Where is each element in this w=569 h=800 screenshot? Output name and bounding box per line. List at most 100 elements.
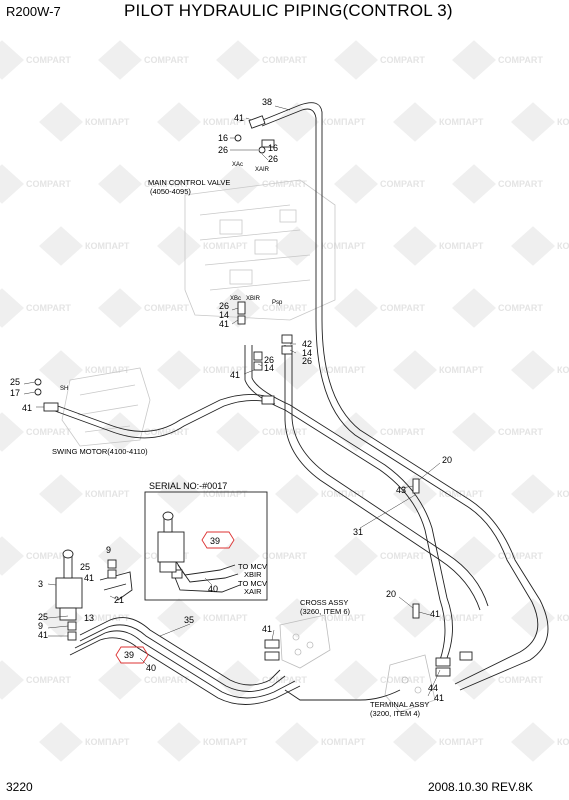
- model-code: R200W-7: [6, 4, 61, 19]
- callout-16: 16: [218, 133, 229, 143]
- pipe-lines: [54, 102, 549, 705]
- watermark-brand: COMPART: [498, 179, 543, 189]
- watermark-diamond: [393, 102, 437, 142]
- watermark-diamond: [511, 598, 555, 638]
- callout-20: 20: [386, 589, 397, 599]
- callout-26: 26: [302, 356, 313, 366]
- watermark-diamond: [452, 288, 496, 328]
- port-label-xair: XAIR: [255, 167, 270, 173]
- watermark-diamond: [157, 350, 201, 390]
- watermark-brand: КОМПАРТ: [439, 489, 484, 499]
- watermark-brand: КОМПАРТ: [85, 737, 130, 747]
- page-number: 3220: [6, 780, 33, 794]
- watermark-diamond: [275, 350, 319, 390]
- watermark-diamond: [334, 40, 378, 80]
- callout-40: 40: [208, 584, 219, 594]
- watermark-brand: COMPART: [262, 427, 307, 437]
- watermark-diamond: [275, 722, 319, 762]
- watermark-brand: КОМПАРТ: [557, 613, 569, 623]
- callout-41: 41: [234, 113, 245, 123]
- watermark-diamond: [334, 536, 378, 576]
- watermark-brand: КОМПАРТ: [439, 737, 484, 747]
- watermark-brand: КОМПАРТ: [203, 117, 248, 127]
- to-mcv-xair-line1: TO MCV: [238, 579, 268, 588]
- callout-25: 25: [38, 612, 49, 622]
- watermark-diamond: [39, 226, 83, 266]
- terminal-assy-drawing: [384, 654, 436, 713]
- callout-39: 39: [210, 536, 221, 546]
- watermark-brand: КОМПАРТ: [557, 489, 569, 499]
- callout-13: 13: [84, 613, 95, 623]
- callout-17: 17: [10, 388, 21, 398]
- watermark-diamond: [334, 288, 378, 328]
- callout-39: 39: [124, 650, 135, 660]
- watermark-brand: COMPART: [26, 179, 71, 189]
- swing-motor-note: SWING MOTOR(4100-4110): [52, 447, 148, 456]
- callout-25: 25: [10, 377, 21, 387]
- callout-26: 26: [218, 145, 229, 155]
- watermark-brand: КОМПАРТ: [203, 365, 248, 375]
- watermark-diamond: [0, 288, 24, 328]
- watermark-diamond: [98, 40, 142, 80]
- callout-41: 41: [84, 573, 95, 583]
- watermark-brand: COMPART: [262, 55, 307, 65]
- callout-35: 35: [184, 615, 195, 625]
- callout-43: 43: [396, 485, 407, 495]
- watermark-brand: COMPART: [26, 55, 71, 65]
- callout-41: 41: [38, 630, 49, 640]
- watermark-brand: КОМПАРТ: [321, 737, 366, 747]
- watermark-diamond: [334, 164, 378, 204]
- callout-41: 41: [434, 693, 445, 703]
- watermark-diamond: [0, 536, 24, 576]
- cross-assy-note: CROSS ASSY: [300, 598, 349, 607]
- watermark-diamond: [334, 660, 378, 700]
- watermark-brand: COMPART: [498, 303, 543, 313]
- serial-number-note: SERIAL NO:-#0017: [149, 481, 228, 491]
- watermark-diamond: [98, 164, 142, 204]
- main-control-valve-note: MAIN CONTROL VALVE: [148, 178, 231, 187]
- watermark-diamond: [157, 474, 201, 514]
- watermark-diamond: [157, 722, 201, 762]
- watermark-diamond: [39, 350, 83, 390]
- watermark-brand: COMPART: [262, 675, 307, 685]
- callout-14: 14: [219, 310, 230, 320]
- watermark-brand: COMPART: [262, 551, 307, 561]
- watermark-brand: COMPART: [26, 551, 71, 561]
- watermark-diamond: [511, 350, 555, 390]
- port-label-xbc: XBc: [230, 296, 242, 302]
- watermark-brand: КОМПАРТ: [321, 613, 366, 623]
- watermark-diamond: [216, 412, 260, 452]
- watermark-brand: COMPART: [380, 551, 425, 561]
- leader-lines: [23, 105, 441, 697]
- watermark-brand: КОМПАРТ: [85, 241, 130, 251]
- callout-9: 9: [106, 545, 112, 555]
- watermark-diamond: [275, 598, 319, 638]
- watermark-brand: COMPART: [144, 179, 189, 189]
- watermark-brand: КОМПАРТ: [439, 241, 484, 251]
- watermark-brand: КОМПАРТ: [557, 737, 569, 747]
- watermark-diamond: [216, 660, 260, 700]
- callout-9: 9: [38, 621, 44, 631]
- callout-41: 41: [430, 609, 441, 619]
- callout-25: 25: [80, 562, 91, 572]
- callout-31: 31: [353, 527, 364, 537]
- watermark-brand: КОМПАРТ: [203, 737, 248, 747]
- watermark-brand: COMPART: [26, 427, 71, 437]
- watermark-brand: КОМПАРТ: [203, 489, 248, 499]
- callout-40: 40: [146, 663, 157, 673]
- watermark-brand: КОМПАРТ: [439, 117, 484, 127]
- watermark-brand: COMPART: [262, 179, 307, 189]
- watermark-brand: COMPART: [144, 303, 189, 313]
- callout-42: 42: [302, 339, 313, 349]
- watermark-diamond: [98, 412, 142, 452]
- port-label-psp: Psp: [272, 300, 283, 306]
- watermark-diamond: [452, 412, 496, 452]
- watermark-brand: COMPART: [144, 55, 189, 65]
- watermark-diamond: [157, 102, 201, 142]
- to-mcv-xbir-line1: TO MCV: [238, 562, 268, 571]
- watermark-diamond: [39, 102, 83, 142]
- watermark-brand: КОМПАРТ: [557, 241, 569, 251]
- watermark-diamond: [393, 722, 437, 762]
- watermark-diamond: [393, 350, 437, 390]
- watermark-brand: COMPART: [498, 55, 543, 65]
